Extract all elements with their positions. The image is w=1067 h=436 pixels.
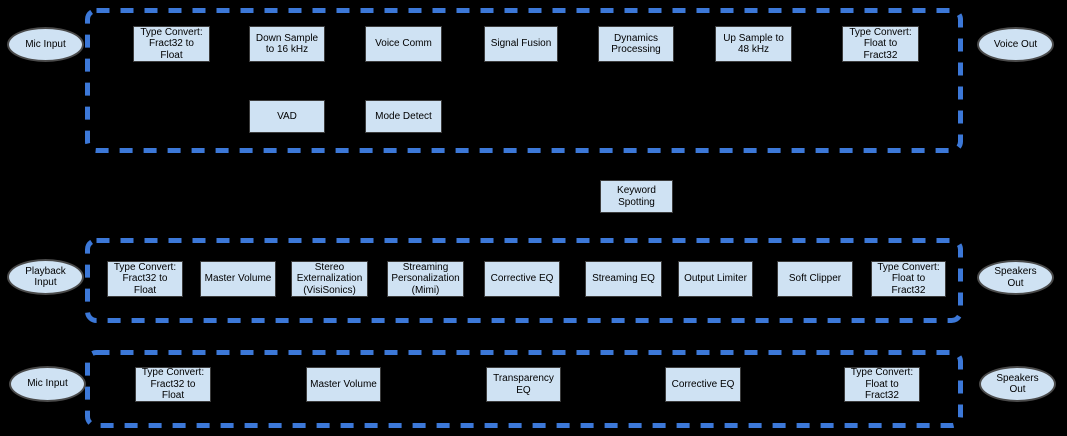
block-streaming-personalization: Streaming Personalization (Mimi) <box>387 261 464 297</box>
voice-out-node: Voice Out <box>977 27 1054 62</box>
block-type-convert-fract32-to-float: Type Convert: Fract32 to Float <box>133 26 210 62</box>
block-output-limiter: Output Limiter <box>678 261 753 297</box>
block-type-convert-fract32-to-float: Type Convert: Fract32 to Float <box>135 367 211 402</box>
speakers-out-node: Speakers Out <box>977 260 1054 295</box>
block-corrective-eq: Corrective EQ <box>484 261 560 297</box>
block-master-volume: Master Volume <box>200 261 276 297</box>
mic-input-node: Mic Input <box>7 27 84 62</box>
block-type-convert-float-to-fract32: Type Convert: Float to Fract32 <box>844 367 920 402</box>
playback-input-node: Playback Input <box>7 259 84 295</box>
block-master-volume: Master Volume <box>306 367 381 402</box>
block-corrective-eq: Corrective EQ <box>665 367 741 402</box>
block-stereo-externalization: Stereo Externalization (VisiSonics) <box>291 261 368 297</box>
block-up-sample-48khz: Up Sample to 48 kHz <box>715 26 792 62</box>
block-voice-comm: Voice Comm <box>365 26 442 62</box>
block-streaming-eq: Streaming EQ <box>585 261 662 297</box>
block-type-convert-float-to-fract32: Type Convert: Float to Fract32 <box>871 261 946 297</box>
speakers-out-node: Speakers Out <box>979 366 1056 402</box>
block-type-convert-float-to-fract32: Type Convert: Float to Fract32 <box>842 26 919 62</box>
block-keyword-spotting: Keyword Spotting <box>600 180 673 213</box>
block-vad: VAD <box>249 100 325 133</box>
block-signal-fusion: Signal Fusion <box>484 26 558 62</box>
block-dynamics-processing: Dynamics Processing <box>598 26 674 62</box>
block-type-convert-fract32-to-float: Type Convert: Fract32 to Float <box>107 261 183 297</box>
block-soft-clipper: Soft Clipper <box>777 261 853 297</box>
block-down-sample-16khz: Down Sample to 16 kHz <box>249 26 325 62</box>
block-transparency-eq: Transparency EQ <box>486 367 561 402</box>
block-mode-detect: Mode Detect <box>365 100 442 133</box>
mic-input-node: Mic Input <box>9 366 86 402</box>
